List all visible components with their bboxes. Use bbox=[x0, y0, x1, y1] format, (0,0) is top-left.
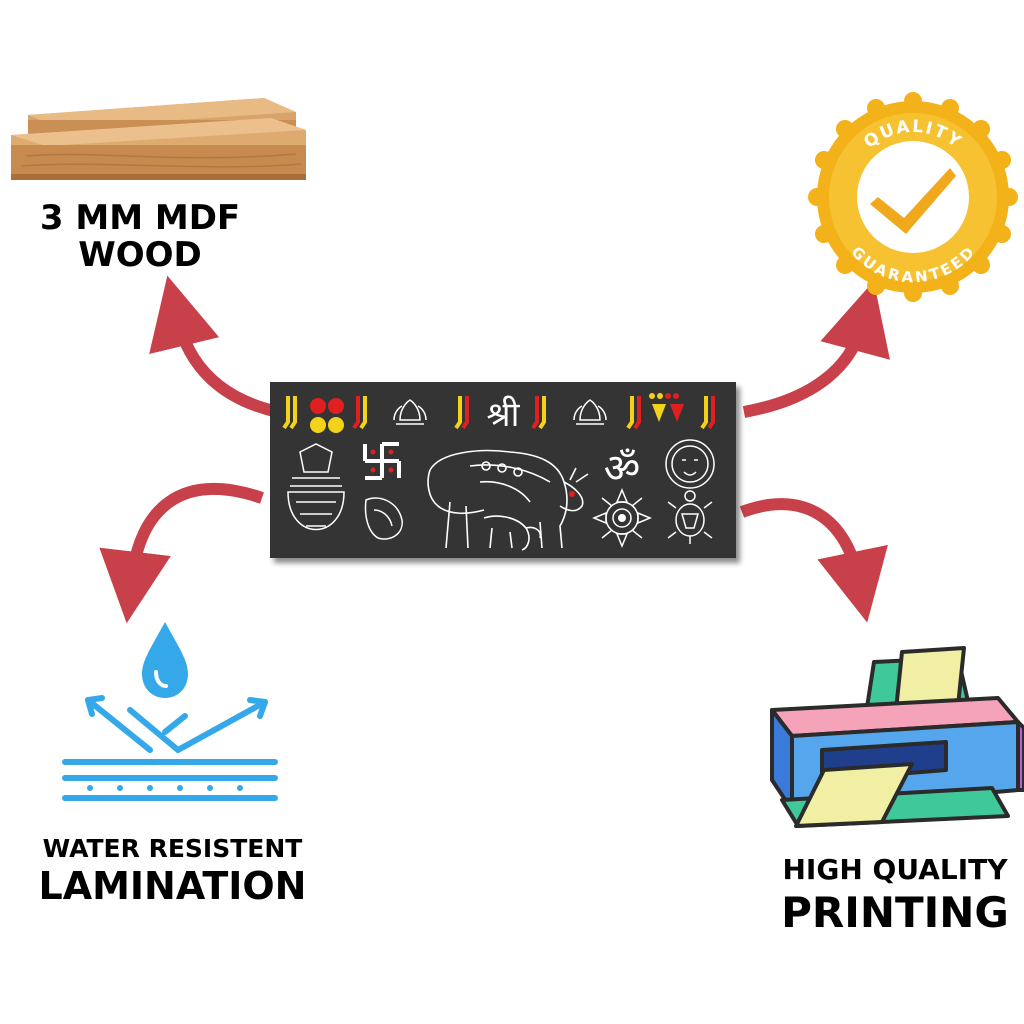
mark-group-right bbox=[626, 393, 715, 430]
printer-icon bbox=[770, 646, 1024, 828]
arrow-to-quality bbox=[742, 280, 890, 418]
kalash-icon bbox=[287, 443, 345, 531]
wood-line2: WOOD bbox=[78, 235, 202, 276]
lotus-icon bbox=[393, 399, 427, 425]
turtle-icon bbox=[667, 490, 713, 544]
arrow-to-printing bbox=[739, 498, 888, 623]
water-line2: LAMINATION bbox=[38, 864, 307, 908]
water-drop-icon bbox=[62, 622, 278, 801]
water-line1: WATER RESISTENT bbox=[42, 834, 303, 863]
printing-line2: PRINTING bbox=[781, 888, 1009, 937]
shri-symbol: श्री bbox=[487, 395, 521, 435]
wood-line1: 3 MM MDF bbox=[39, 198, 241, 238]
lotus-icon bbox=[573, 399, 607, 425]
sunburst-icon bbox=[592, 488, 652, 548]
printing-line1: HIGH QUALITY bbox=[782, 853, 1008, 886]
om-symbol: ॐ bbox=[604, 446, 640, 492]
sun-face-icon bbox=[665, 439, 715, 489]
wood-feature-label: 3 MM MDF WOOD bbox=[20, 198, 260, 276]
arrow-to-wood bbox=[149, 275, 280, 418]
cow-calf-illustration bbox=[427, 449, 589, 551]
mark-group-left bbox=[282, 396, 367, 433]
arrow-to-water bbox=[99, 483, 264, 624]
wood-planks-icon bbox=[11, 98, 306, 180]
quality-seal-icon: QUALITY GUARANTEED bbox=[808, 92, 1018, 302]
swastika-icon bbox=[363, 442, 401, 480]
conch-icon bbox=[364, 497, 403, 540]
product-panel: श्री bbox=[270, 382, 736, 558]
